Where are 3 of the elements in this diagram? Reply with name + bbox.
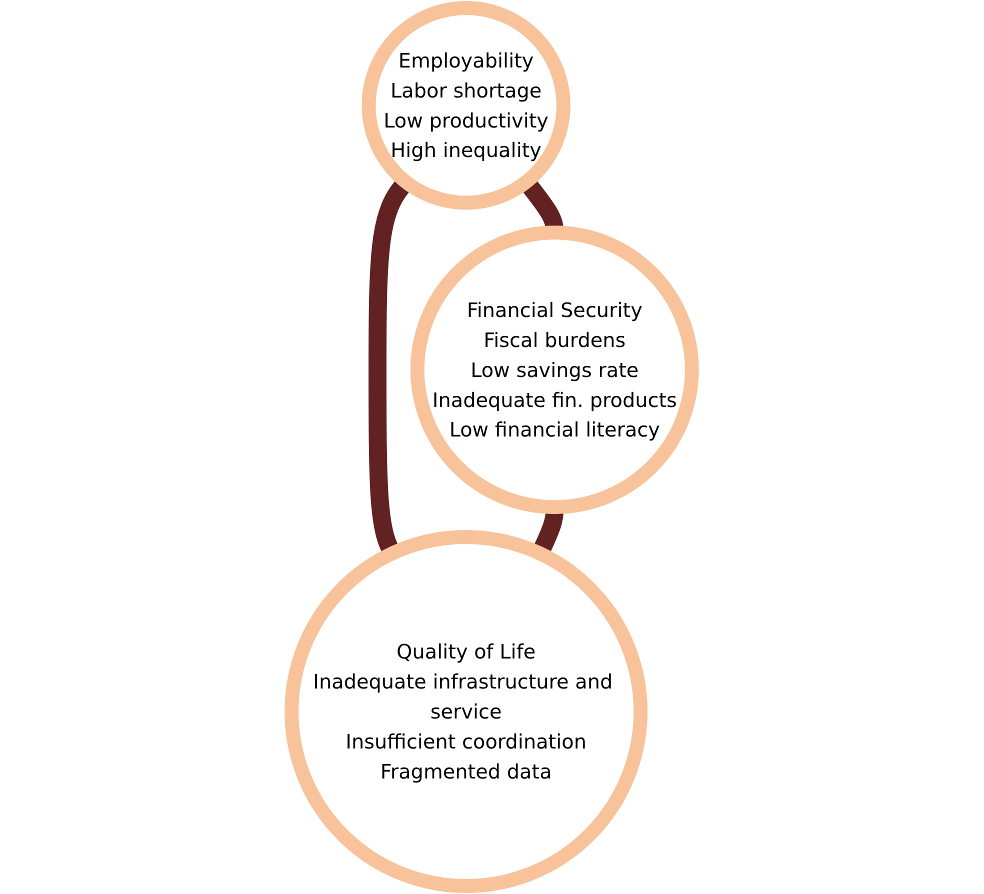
node-circle: Employability Labor shortage Low productivity High inequality [362,1,571,210]
node-circle: Quality of Life Inadequate infrastructure and service Insufficient coordination Fragmented data [284,530,648,893]
node-circle: Financial Security Fiscal burdens Low savings rate Inadequate fin. products Low financial literacy [410,226,700,514]
